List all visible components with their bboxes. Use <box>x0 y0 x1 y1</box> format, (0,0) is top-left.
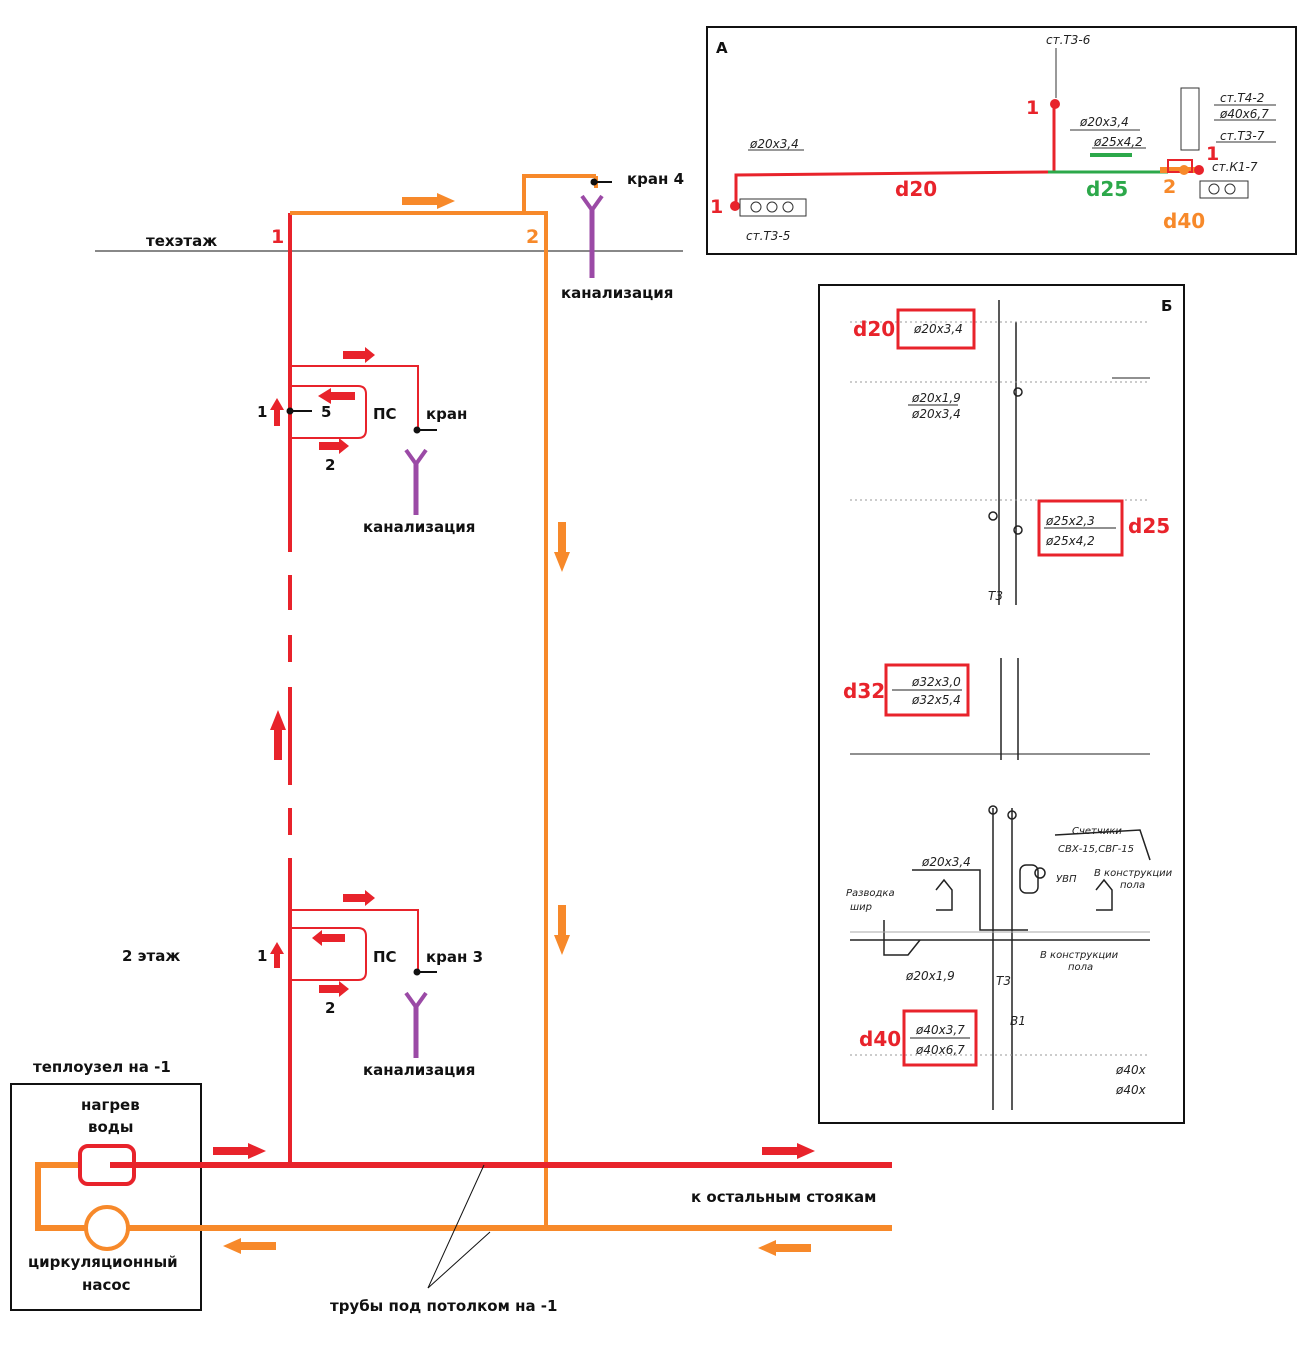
inset-a-title: А <box>716 39 728 57</box>
inset-a-25x42: ø25х4,2 <box>1093 135 1143 149</box>
pipes-ceiling-label: трубы под потолком на -1 <box>330 1297 557 1315</box>
pump-icon <box>84 1205 130 1251</box>
inset-b-40x37: ø40х3,7 <box>915 1023 965 1037</box>
sewer-lower-label: канализация <box>363 1061 475 1079</box>
flow-arrow-orange-mid1 <box>554 522 570 572</box>
tap4-label: кран 4 <box>627 170 684 188</box>
inset-a-d20: d20 <box>895 177 937 201</box>
inset-a-n1-right: 1 <box>1206 143 1219 165</box>
inset-b-box-d32 <box>884 663 970 717</box>
upper-num-5: 5 <box>321 403 331 421</box>
inset-b-box-d20 <box>896 308 976 350</box>
flow-arrow-orange-mid2 <box>554 905 570 955</box>
heat-node-box <box>10 1083 202 1311</box>
flow-arrow-top <box>402 193 455 209</box>
inset-a: А ст.Т3-6 ø20х3,4 ø20х3,4 ø25х4,2 ст.Т4-… <box>706 26 1297 255</box>
inset-b-32x54: ø32х5,4 <box>911 693 961 707</box>
inset-a-n1-top: 1 <box>1026 97 1039 119</box>
inset-a-st-t4-2: ст.Т4-2 <box>1220 91 1264 105</box>
riser2-number: 2 <box>526 226 539 248</box>
sewer-top <box>580 194 604 278</box>
arrow-up-riser <box>270 398 284 426</box>
tech-floor-label: техэтаж <box>146 232 217 250</box>
arrow-return-1 <box>223 1238 276 1254</box>
heat-node-label: теплоузел на -1 <box>33 1058 171 1076</box>
inset-a-st-t3-6: ст.Т3-6 <box>1046 33 1091 47</box>
inset-b-20x34-c: ø20х3,4 <box>921 855 971 869</box>
arrow-up-2 <box>318 388 355 404</box>
towel-rail-lower <box>290 909 419 981</box>
arrow-up-3 <box>319 438 349 454</box>
inset-b-t3b: Т3 <box>996 974 1011 988</box>
inset-a-40x67: ø40х6,7 <box>1219 107 1269 121</box>
inset-b-konstr2: В конструкции <box>1040 950 1119 961</box>
other-risers-label: к остальным стоякам <box>691 1188 876 1206</box>
inset-b-b1: В1 <box>1010 1014 1026 1028</box>
tap3-label: кран 3 <box>426 948 483 966</box>
upper-num-1: 1 <box>257 403 267 421</box>
inset-a-d40: d40 <box>1163 209 1205 233</box>
inset-b-40x67: ø40х6,7 <box>915 1043 965 1057</box>
inset-b-uvp: УВП <box>1056 874 1077 885</box>
inset-b-konstr1: В конструкции <box>1094 868 1173 879</box>
inset-b-20x34-b: ø20х3,4 <box>911 407 961 421</box>
arrow-return-2 <box>758 1240 811 1256</box>
inset-a-st-t3-5: ст.Т3-5 <box>746 229 790 243</box>
inset-b-pola1: пола <box>1120 880 1145 891</box>
lower-num-1: 1 <box>257 947 267 965</box>
heating-label-1: нагрев <box>81 1096 140 1114</box>
inset-b-40x-r2: ø40х <box>1115 1083 1147 1097</box>
inset-b-box-d25 <box>1037 499 1124 557</box>
lower-ps-label: ПС <box>373 948 397 966</box>
towel-rail-upper <box>290 365 419 439</box>
inset-b-d32: d32 <box>843 679 885 703</box>
flow-arrow-red-mid <box>270 710 286 760</box>
arrow-supply-2 <box>762 1143 815 1159</box>
pump-label-1: циркуляционный <box>28 1253 178 1271</box>
inset-b-t3: Т3 <box>988 589 1003 603</box>
inset-a-n1-left: 1 <box>710 196 723 218</box>
inset-a-20x34-left: ø20х3,4 <box>749 137 799 151</box>
inset-b-counters: Счетчики <box>1072 826 1122 837</box>
inset-a-d25: d25 <box>1086 177 1128 201</box>
inset-b-d25: d25 <box>1128 514 1170 538</box>
inset-b-box-d40 <box>902 1009 978 1067</box>
inset-b: Б <box>818 284 1185 1124</box>
inset-b-d40: d40 <box>859 1027 901 1051</box>
arrow-supply-1 <box>213 1143 266 1159</box>
inset-b-25x42: ø25х4,2 <box>1045 534 1095 548</box>
heater-icon <box>78 1144 136 1186</box>
inset-b-32x30: ø32х3,0 <box>911 675 961 689</box>
inset-b-svk: СВХ-15,СВГ-15 <box>1058 844 1134 855</box>
upper-tap-label: кран <box>426 405 467 423</box>
upper-ps-label: ПС <box>373 405 397 423</box>
inset-b-razv: Разводка <box>846 888 895 899</box>
inset-a-st-t3-7: ст.Т3-7 <box>1220 129 1265 143</box>
inset-a-20x34: ø20х3,4 <box>1079 115 1129 129</box>
sewer-lower <box>404 991 428 1058</box>
inset-b-pola2: пола <box>1068 962 1093 973</box>
inset-a-st-k1-7: ст.К1-7 <box>1212 160 1258 174</box>
pump-label-2: насос <box>82 1276 131 1294</box>
sewer-upper-label: канализация <box>363 518 475 536</box>
lower-num-2: 2 <box>325 999 335 1017</box>
inset-b-title: Б <box>1161 297 1172 315</box>
inset-b-d20: d20 <box>853 317 895 341</box>
inset-b-20x19: ø20х1,9 <box>911 391 961 405</box>
inset-b-shir: шир <box>850 902 872 913</box>
inset-a-n2: 2 <box>1163 176 1176 198</box>
arrow-up-1 <box>343 347 375 363</box>
floor2-label: 2 этаж <box>122 947 180 965</box>
inset-b-20x19-c: ø20х1,9 <box>905 969 955 983</box>
heating-label-2: воды <box>88 1118 133 1136</box>
inset-b-40x-r: ø40х <box>1115 1063 1147 1077</box>
main-return-line <box>35 1162 892 1231</box>
sewer-upper <box>404 448 428 515</box>
upper-num-2: 2 <box>325 456 335 474</box>
inset-b-25x23: ø25х2,3 <box>1045 514 1095 528</box>
inset-b-20x34-box: ø20х3,4 <box>913 322 963 336</box>
riser1-number: 1 <box>271 226 284 248</box>
sewer-top-label: канализация <box>561 284 673 302</box>
